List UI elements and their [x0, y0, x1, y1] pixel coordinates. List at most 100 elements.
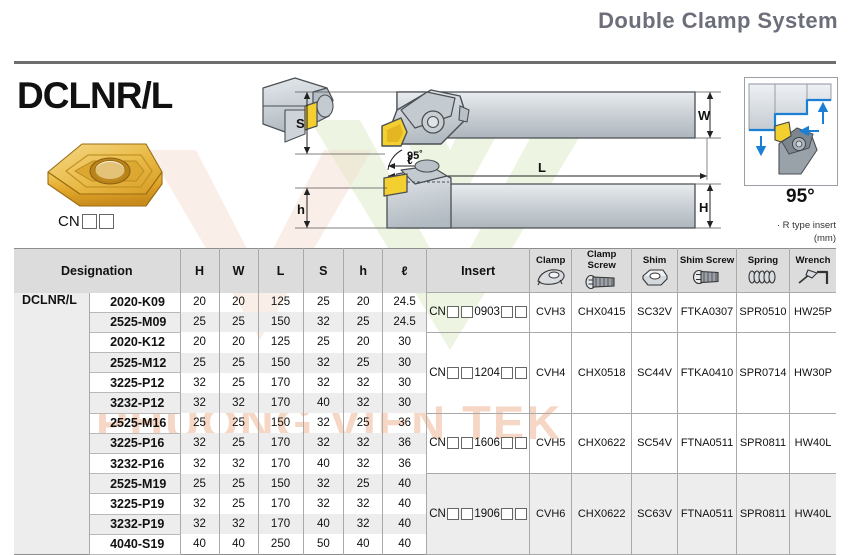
placeholder-box-icon	[98, 214, 114, 229]
cell-L: 170	[257, 453, 304, 474]
cell-designation: 3232-P12	[89, 392, 181, 414]
cell-H: 32	[179, 493, 220, 515]
header-divider	[14, 61, 836, 64]
cell-S: 32	[302, 473, 345, 494]
cell-spring: SPR0811	[735, 473, 790, 555]
cell-l: 40	[382, 473, 428, 494]
placeholder-box-icon	[447, 306, 460, 319]
placeholder-box-icon	[514, 306, 527, 319]
cell-W: 25	[218, 493, 259, 515]
cell-S: 32	[302, 493, 345, 515]
placeholder-box-icon	[460, 508, 473, 521]
cell-H: 20	[179, 292, 220, 313]
col-header-S: S	[302, 248, 345, 293]
cell-spring: SPR0510	[735, 292, 790, 333]
cell-H: 25	[179, 312, 220, 333]
col-header-clamp-screw: Clamp Screw	[571, 248, 633, 293]
col-header-L: L	[257, 248, 304, 293]
cell-W: 32	[218, 392, 259, 414]
page-title: Double Clamp System	[598, 8, 838, 33]
cell-shim-screw: FTNA0511	[677, 473, 737, 555]
cell-L: 170	[257, 433, 304, 454]
cell-wrench: HW30P	[788, 331, 836, 414]
shim-icon	[632, 267, 677, 287]
placeholder-box-icon	[501, 508, 514, 521]
cell-H: 32	[179, 433, 220, 454]
dim-label-H: H	[699, 200, 708, 215]
cell-h: 25	[343, 413, 384, 434]
col-header-wrench: Wrench	[788, 248, 836, 293]
cell-l: 30	[382, 332, 428, 353]
cell-spring: SPR0811	[735, 412, 790, 475]
cell-shim: SC54V	[631, 412, 679, 475]
footnotes: · R type insert (mm)	[777, 219, 836, 245]
cell-designation: 2525-M19	[89, 473, 181, 495]
cell-W: 25	[218, 413, 259, 434]
col-header-shim: Shim	[631, 248, 679, 293]
cell-H: 32	[179, 514, 220, 535]
col-header-spring: Spring	[735, 248, 790, 293]
col-header-wrench-label: Wrench	[795, 254, 831, 266]
insert-designation-prefix: CN	[58, 213, 80, 230]
cell-W: 20	[218, 332, 259, 353]
cell-designation: 2525-M09	[89, 312, 181, 333]
col-header-insert: Insert	[426, 248, 531, 293]
cell-L: 170	[257, 372, 304, 393]
page-header: Double Clamp System	[0, 0, 850, 47]
cell-l: 36	[382, 433, 428, 454]
cell-S: 50	[302, 534, 345, 555]
application-angle-label: 95°	[786, 186, 815, 207]
spring-icon	[737, 267, 789, 287]
cell-clamp: CVH5	[529, 412, 573, 475]
cell-designation: 2525-M12	[89, 352, 181, 374]
cell-S: 32	[302, 433, 345, 454]
cell-S: 25	[302, 292, 345, 313]
cell-W: 32	[218, 453, 259, 474]
cell-wrench: HW25P	[788, 292, 836, 333]
shim-screw-icon	[678, 267, 736, 287]
placeholder-box-icon	[447, 366, 460, 379]
col-header-shim-screw: Shim Screw	[677, 248, 737, 293]
cell-H: 32	[179, 372, 220, 393]
cell-W: 40	[218, 534, 259, 555]
cell-l: 30	[382, 352, 428, 373]
placeholder-box-icon	[460, 306, 473, 319]
isometric-view	[262, 77, 334, 143]
specification-table: Designation H W L S h ℓ Insert Clamp	[14, 248, 836, 555]
cell-h: 32	[343, 493, 384, 515]
cell-L: 170	[257, 392, 304, 414]
cell-designation: 3232-P16	[89, 453, 181, 475]
dim-label-L: L	[538, 160, 546, 175]
cell-W: 20	[218, 292, 259, 313]
cell-l: 40	[382, 493, 428, 515]
cell-L: 150	[257, 352, 304, 373]
cell-H: 20	[179, 332, 220, 353]
placeholder-box-icon	[460, 366, 473, 379]
cell-l: 24.5	[382, 292, 428, 313]
cell-L: 125	[257, 332, 304, 353]
col-header-h: h	[343, 248, 384, 293]
cell-H: 32	[179, 392, 220, 414]
cell-H: 32	[179, 453, 220, 474]
cell-designation: 3225-P12	[89, 372, 181, 394]
cell-clamp-screw: CHX0518	[571, 331, 633, 414]
dim-label-W: W	[698, 108, 711, 123]
cell-H: 25	[179, 473, 220, 494]
cell-h: 20	[343, 332, 384, 353]
insert-designation: CN	[58, 213, 114, 230]
cell-W: 25	[218, 372, 259, 393]
placeholder-box-icon	[501, 306, 514, 319]
col-header-clamp-label: Clamp	[536, 254, 566, 266]
cell-l: 36	[382, 413, 428, 434]
cell-shim-screw: FTNA0511	[677, 412, 737, 475]
dim-label-S: S	[296, 116, 305, 131]
